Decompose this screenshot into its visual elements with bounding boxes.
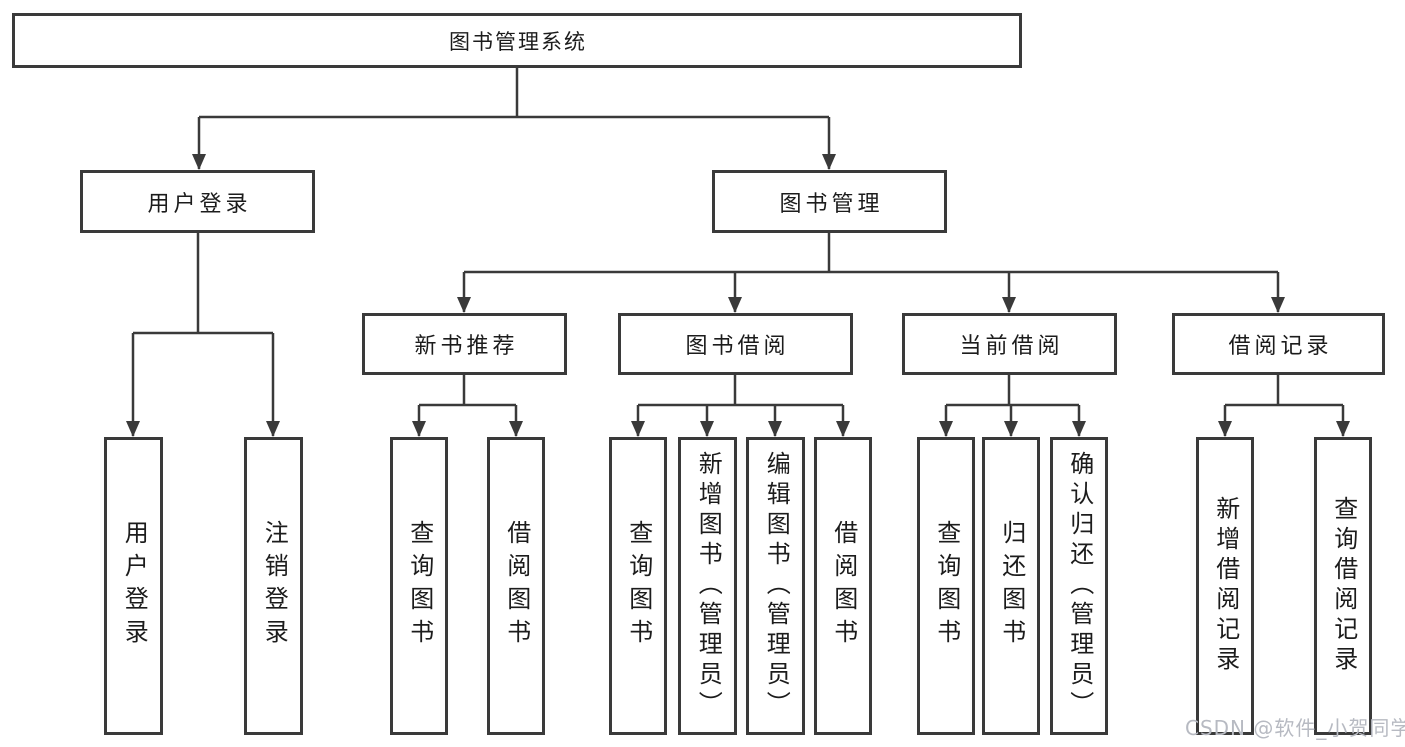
leaf-query-books-borrow: 查询图书 — [609, 437, 667, 735]
leaf-query-books-recommend-label: 查询图书 — [405, 520, 434, 652]
node-library-system-label: 图书管理系统 — [449, 29, 587, 54]
leaf-add-borrow-record: 新增借阅记录 — [1196, 437, 1254, 735]
leaf-query-books-recommend: 查询图书 — [390, 437, 448, 735]
node-current-borrowing: 当前借阅 — [902, 313, 1117, 375]
leaf-borrow-books-recommend-label: 借阅图书 — [502, 520, 531, 652]
node-current-borrowing-label: 当前借阅 — [959, 334, 1064, 359]
leaf-user-login-label: 用户登录 — [120, 520, 149, 652]
leaf-logout: 注销登录 — [244, 437, 303, 735]
leaf-logout-label: 注销登录 — [260, 520, 289, 652]
leaf-query-borrow-record-label: 查询借阅记录 — [1329, 496, 1358, 676]
leaf-query-books-current-label: 查询图书 — [932, 520, 961, 652]
leaf-return-book-label: 归还图书 — [997, 520, 1026, 652]
leaf-borrow-books-recommend: 借阅图书 — [487, 437, 545, 735]
node-new-book-recommendation: 新书推荐 — [362, 313, 567, 375]
leaf-return-book: 归还图书 — [982, 437, 1040, 735]
leaf-query-borrow-record: 查询借阅记录 — [1314, 437, 1372, 735]
watermark-text: CSDN @软件_小贺同学 — [1185, 716, 1405, 740]
leaf-confirm-return-admin-label: 确认归还（管理员） — [1065, 451, 1094, 721]
leaf-edit-book-admin-label: 编辑图书（管理员） — [762, 451, 791, 721]
leaf-borrow-books: 借阅图书 — [814, 437, 872, 735]
leaf-add-book-admin: 新增图书（管理员） — [678, 437, 737, 735]
node-book-management-label: 图书管理 — [779, 191, 884, 217]
node-new-book-recommendation-label: 新书推荐 — [414, 334, 519, 359]
leaf-query-books-current: 查询图书 — [917, 437, 975, 735]
leaf-borrow-books-label: 借阅图书 — [829, 520, 858, 652]
leaf-user-login: 用户登录 — [104, 437, 163, 735]
node-book-borrowing: 图书借阅 — [618, 313, 853, 375]
leaf-query-books-borrow-label: 查询图书 — [624, 520, 653, 652]
leaf-edit-book-admin: 编辑图书（管理员） — [746, 437, 805, 735]
leaf-confirm-return-admin: 确认归还（管理员） — [1050, 437, 1108, 735]
node-book-borrowing-label: 图书借阅 — [685, 334, 790, 359]
leaf-add-borrow-record-label: 新增借阅记录 — [1211, 496, 1240, 676]
node-borrowing-records: 借阅记录 — [1172, 313, 1385, 375]
leaf-add-book-admin-label: 新增图书（管理员） — [694, 451, 723, 721]
node-borrowing-records-label: 借阅记录 — [1228, 334, 1333, 359]
node-user-login-label: 用户登录 — [147, 191, 252, 217]
node-library-system: 图书管理系统 — [12, 13, 1022, 68]
node-user-login: 用户登录 — [80, 170, 315, 233]
node-book-management: 图书管理 — [712, 170, 947, 233]
